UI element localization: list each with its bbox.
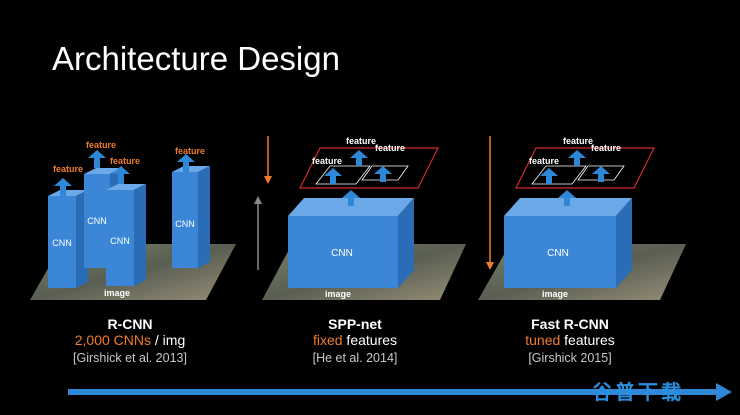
up-arrow xyxy=(112,166,130,184)
up-arrow xyxy=(88,150,106,168)
rcnn-diagram: image CNN CNN CNN CNN xyxy=(30,140,236,300)
up-arrow xyxy=(342,190,360,206)
fast-rcnn-image-label: image xyxy=(542,289,568,299)
feature-label: feature xyxy=(375,143,405,153)
up-arrow xyxy=(374,166,392,182)
slide-title: Architecture Design xyxy=(52,40,340,77)
svg-text:CNN: CNN xyxy=(87,216,107,226)
sppnet-name: SPP-net xyxy=(328,316,382,332)
up-arrow xyxy=(558,190,576,206)
fast-rcnn-citation: [Girshick 2015] xyxy=(528,351,612,365)
up-arrow xyxy=(324,168,342,184)
sppnet-diagram: image CNN feature feature feature xyxy=(254,136,466,300)
fast-rcnn-cnn-box: CNN xyxy=(504,198,632,288)
rcnn-description: 2,000 CNNs / img xyxy=(74,332,186,348)
rcnn-name: R-CNN xyxy=(107,316,153,332)
svg-text:CNN: CNN xyxy=(110,236,130,246)
feature-label: feature xyxy=(591,143,621,153)
sppnet-description: fixed features xyxy=(312,332,398,348)
svg-text:CNN: CNN xyxy=(547,248,569,259)
feature-label: feature xyxy=(86,140,116,150)
up-arrow xyxy=(592,166,610,182)
feature-label: feature xyxy=(563,136,593,146)
fast-rcnn-diagram: image CNN feature feature feature xyxy=(478,136,686,300)
sppnet-cnn-box: CNN xyxy=(288,198,414,288)
sppnet-citation: [He et al. 2014] xyxy=(312,351,398,365)
rcnn-cnn-box: CNN xyxy=(172,166,210,268)
up-arrow xyxy=(540,168,558,184)
up-arrow xyxy=(568,150,586,166)
feature-label: feature xyxy=(346,136,376,146)
svg-text:CNN: CNN xyxy=(175,219,195,229)
rcnn-cnn-box: CNN xyxy=(106,184,146,286)
feature-label: feature xyxy=(53,164,83,174)
sppnet-caption: SPP-net fixed features [He et al. 2014] xyxy=(270,316,440,365)
up-arrow xyxy=(54,178,72,196)
up-arrow xyxy=(177,154,195,172)
fast-rcnn-description: tuned features xyxy=(525,332,615,348)
feature-label: feature xyxy=(175,146,205,156)
sppnet-image-label: image xyxy=(325,289,351,299)
up-arrow xyxy=(350,150,368,166)
rcnn-cnn-box: CNN xyxy=(48,190,88,288)
feature-map-region xyxy=(515,147,655,189)
timeline-arrow xyxy=(68,383,732,401)
watermark: 谷普下载 xyxy=(592,382,684,404)
svg-text:CNN: CNN xyxy=(52,238,72,248)
svg-text:CNN: CNN xyxy=(331,248,353,259)
feature-label: feature xyxy=(110,156,140,166)
feature-map-region xyxy=(299,147,439,189)
rcnn-caption: R-CNN 2,000 CNNs / img [Girshick et al. … xyxy=(45,316,215,365)
fast-rcnn-name: Fast R-CNN xyxy=(531,316,609,332)
rcnn-citation: [Girshick et al. 2013] xyxy=(73,351,187,365)
feature-label: feature xyxy=(312,156,342,166)
fast-rcnn-caption: Fast R-CNN tuned features [Girshick 2015… xyxy=(485,316,655,365)
feature-label: feature xyxy=(529,156,559,166)
rcnn-image-label: image xyxy=(104,288,130,298)
